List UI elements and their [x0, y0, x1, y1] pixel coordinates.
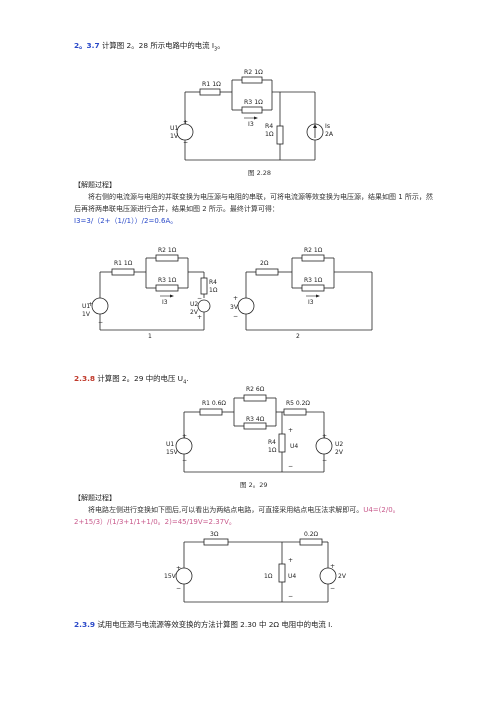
fig1-label-r1: R1 1Ω [114, 260, 133, 267]
problem-number: 2.3.8 [74, 374, 96, 383]
solution-result-2: U4=(2/0。2+15/3）/(1/3+1/1+1/0。2)=45/19V=2… [74, 506, 400, 526]
label-r2: R2 6Ω [246, 386, 265, 393]
punct: 。 [217, 41, 225, 50]
label-r5: R5 0.2Ω [286, 400, 310, 407]
svg-text:−: − [330, 585, 335, 592]
fig2-label-i3: I3 [308, 299, 314, 306]
problem-2-3-9-title: 2.3.9 试用电压源与电流源等效变换的方法计算图 2.30 中 2Ω 电阻中的… [74, 620, 333, 630]
svg-text:−: − [233, 313, 238, 320]
fig1-label-u2: U2 [190, 301, 198, 308]
solution-body: 将右侧的电流源与电阻的并联变换为电压源与电阻的串联，可将电流源等效变换为电压源，… [74, 191, 434, 227]
problem-text: 计算图 2。29 中的电压 U [97, 374, 184, 383]
label-2v: 2V [338, 573, 347, 580]
fig1-label-r3: R3 1Ω [158, 277, 177, 284]
label-is-value: 2A [325, 131, 334, 138]
subscript: 3 [214, 46, 218, 53]
label-0-2ohm: 0.2Ω [304, 531, 319, 538]
solution-text-2: 将电路左侧进行变换如下图后,可以看出为两结点电路，可直接采用结点电压法求解即可。 [88, 506, 364, 514]
svg-text:+: + [322, 433, 327, 440]
solution-heading: 【解题过程】 [74, 181, 116, 189]
svg-text:−: − [322, 457, 327, 464]
label-15v: 15V [164, 573, 177, 580]
fig2-label-r3: R3 1Ω [304, 277, 323, 284]
svg-text:+: + [288, 427, 293, 434]
fig1-number: 1 [148, 333, 152, 340]
problem-2-3-8-title: 2.3.8 计算图 2。29 中的电压 U4. [74, 374, 189, 387]
fig1-label-i3: I3 [162, 299, 168, 306]
svg-text:−: − [197, 295, 202, 302]
svg-text:+: + [176, 565, 181, 572]
label-1ohm: 1Ω [264, 573, 273, 580]
solution-body-2: 将电路左侧进行变换如下图后,可以看出为两结点电路，可直接采用结点电压法求解即可。… [74, 504, 434, 528]
problem-text: 试用电压源与电流源等效变换的方法计算图 2.30 中 2Ω 电阻中的电流 I. [97, 620, 333, 629]
label-u2: U2 [335, 441, 343, 448]
label-r4: R4 [268, 439, 276, 446]
svg-text:+: + [182, 433, 187, 440]
label-3ohm: 3Ω [210, 531, 219, 538]
solution-text: 将右侧的电流源与电阻的并联变换为电压源与电阻的串联，可将电流源等效变换为电压源，… [74, 193, 433, 213]
svg-text:+: + [183, 119, 188, 126]
figure-caption-2-29: 图 2。29 [240, 481, 268, 489]
punct: . [186, 374, 189, 383]
problem-number: 2。3.7 [74, 41, 100, 50]
svg-text:+: + [88, 301, 93, 308]
circuit-transformed: + − + − + − 3Ω 0.2Ω 1Ω U4 15V 2V [164, 531, 347, 603]
fig2-label-3v: 3V [230, 304, 239, 311]
fig1-label-r2: R2 1Ω [158, 247, 177, 254]
figure-caption-2-28: 图 2.28 [248, 169, 272, 177]
label-r2: R2 1Ω [244, 69, 263, 76]
label-u4-2: U4 [288, 573, 296, 580]
fig1-label-u2-value: 2V [190, 309, 199, 316]
svg-text:+: + [197, 314, 202, 321]
label-u1: U1 [166, 441, 174, 448]
label-u2-value: 2V [335, 449, 344, 456]
fig1-label-u1-value: 1V [82, 311, 91, 318]
label-u1-value: 1V [170, 133, 179, 140]
fig1-label-r4-value: 1Ω [209, 287, 218, 294]
label-i3: I3 [248, 121, 254, 128]
problem-number: 2.3.9 [74, 620, 96, 629]
label-u4: U4 [290, 443, 298, 450]
svg-text:+: + [330, 563, 335, 570]
fig1-label-r4: R4 [209, 279, 217, 286]
fig2-label-2ohm: 2Ω [260, 260, 269, 267]
label-u1-value: 15V [166, 449, 179, 456]
svg-text:−: − [183, 139, 188, 146]
solution-heading-2: 【解题过程】 [74, 494, 116, 502]
problem-text: 计算图 2。28 所示电路中的电流 I [102, 41, 215, 50]
label-r3: R3 1Ω [244, 99, 263, 106]
label-is: Is [325, 123, 330, 130]
problem-2-3-7-title: 2。3.7 计算图 2。28 所示电路中的电流 I3。 [74, 41, 225, 54]
svg-text:−: − [288, 463, 293, 470]
fig2-label-r2: R2 1Ω [304, 247, 323, 254]
svg-text:−: − [98, 319, 103, 326]
fig1-label-u1: U1 [82, 303, 90, 310]
label-r1: R1 1Ω [202, 81, 221, 88]
svg-text:−: − [288, 593, 293, 600]
label-r1: R1 0.6Ω [202, 400, 226, 407]
label-u1: U1 [170, 125, 179, 132]
label-r4: R4 [265, 123, 273, 130]
label-r3: R3 4Ω [246, 416, 265, 423]
circuit-figures-1-2: + − − + + − R1 1Ω R2 1Ω R3 1Ω I3 R4 1Ω U2 2… [82, 247, 373, 340]
solution-result: I3=3/（2+（1//1））/2=0.6A。 [74, 217, 178, 225]
fig2-number: 2 [296, 333, 300, 340]
label-r4-value: 1Ω [268, 447, 277, 454]
circuit-figure-2-28: + − R1 1Ω R2 1Ω R3 1Ω I3 R4 1Ω U1 1V Is … [170, 69, 334, 161]
svg-text:+: + [288, 557, 293, 564]
svg-text:−: − [182, 457, 187, 464]
circuit-figure-2-29: +− +− +− R1 0.6Ω R2 6Ω R3 4Ω R5 0.2Ω R4 … [166, 386, 344, 473]
svg-text:−: − [176, 585, 181, 592]
label-r4-value: 1Ω [265, 131, 274, 138]
svg-text:+: + [233, 295, 238, 302]
subscript: 4 [183, 379, 187, 386]
